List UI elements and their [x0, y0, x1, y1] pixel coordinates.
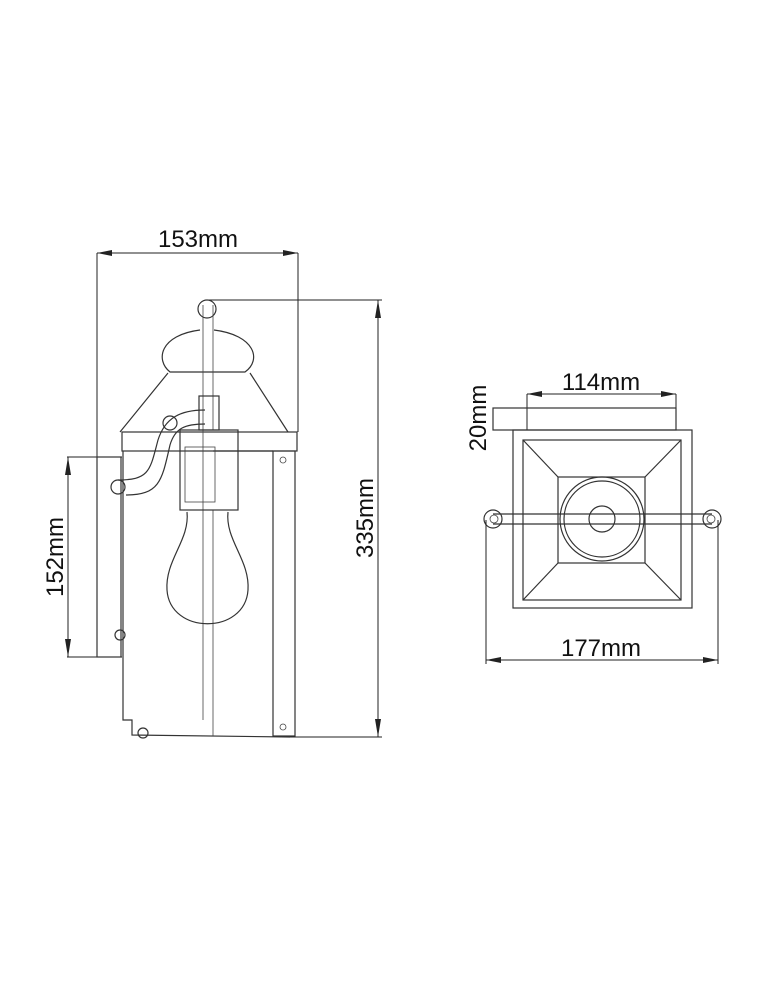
width-label: 153mm: [158, 226, 238, 253]
backplate-label: 152mm: [42, 517, 69, 597]
backplate: [492, 407, 677, 431]
backplate-width-dimension: 114mm: [526, 369, 677, 430]
lantern-side-drawing: [96, 299, 298, 739]
height-label: 335mm: [352, 478, 379, 558]
backplate-depth-label: 20mm: [465, 385, 492, 452]
backplate-dimension: 152mm: [42, 456, 122, 658]
top-view: 114mm 20mm 177mm: [465, 369, 722, 664]
lantern-top-drawing: [483, 429, 722, 609]
side-view: 153mm 335mm 152mm: [42, 226, 382, 739]
width-dimension: 153mm: [96, 226, 299, 460]
overall-width-dimension: 177mm: [485, 520, 719, 664]
backplate-width-label: 114mm: [562, 369, 640, 396]
overall-width-label: 177mm: [561, 635, 641, 662]
height-dimension: 335mm: [207, 299, 382, 738]
